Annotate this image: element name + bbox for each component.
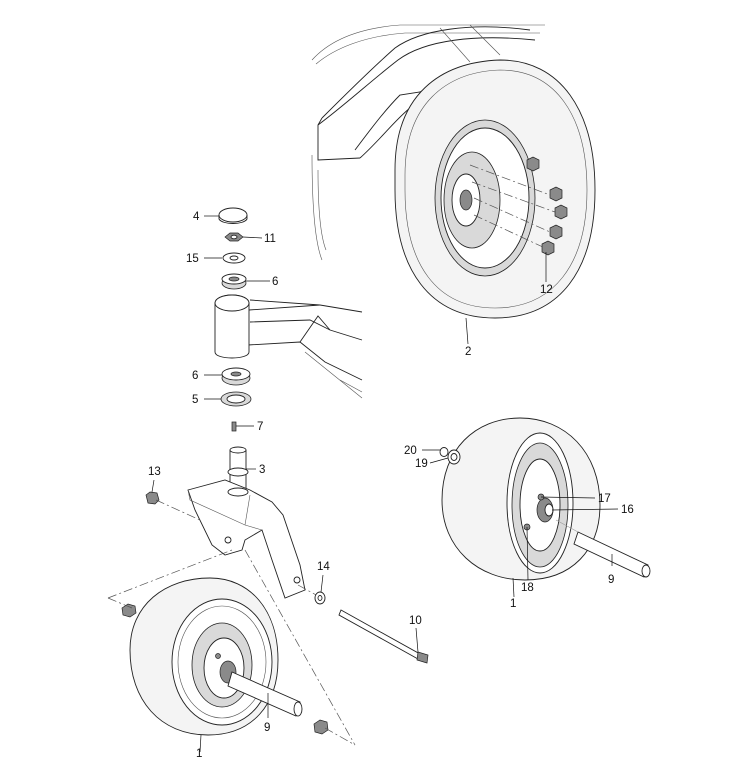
front-left-wheel <box>121 577 329 736</box>
callout-9-right: 9 <box>608 574 614 586</box>
callout-1-right: 1 <box>510 598 516 610</box>
callout-17: 17 <box>598 493 611 505</box>
callout-10: 10 <box>409 615 422 627</box>
alignment-lines <box>107 549 356 746</box>
callout-6-top: 6 <box>272 276 278 288</box>
callout-5: 5 <box>192 394 198 406</box>
callout-11: 11 <box>264 233 276 245</box>
callout-4: 4 <box>193 211 200 223</box>
leader-lines <box>151 215 619 753</box>
bolt-and-washer <box>314 591 429 664</box>
callout-9-left: 9 <box>264 722 270 734</box>
callout-12: 12 <box>540 284 553 296</box>
front-right-wheel <box>439 417 651 581</box>
callout-2: 2 <box>465 346 471 358</box>
callout-15: 15 <box>186 253 199 265</box>
callout-3: 3 <box>259 464 265 476</box>
callout-19: 19 <box>415 458 428 470</box>
caster-stack <box>214 207 321 493</box>
callout-13: 13 <box>148 466 161 478</box>
callout-labels: 4 11 15 6 6 5 7 3 13 12 2 20 19 17 16 9 … <box>148 211 634 757</box>
rear-wheel <box>394 59 596 319</box>
flange-nut-13 <box>145 491 201 521</box>
lug-nuts <box>526 156 568 256</box>
callout-14: 14 <box>317 561 330 573</box>
callout-16: 16 <box>621 504 634 516</box>
callout-18: 18 <box>521 582 534 594</box>
caster-fork <box>187 479 306 599</box>
callout-20: 20 <box>404 445 417 457</box>
callout-6-bottom: 6 <box>192 370 198 382</box>
callout-7: 7 <box>257 421 263 433</box>
callout-1-left: 1 <box>196 748 202 757</box>
